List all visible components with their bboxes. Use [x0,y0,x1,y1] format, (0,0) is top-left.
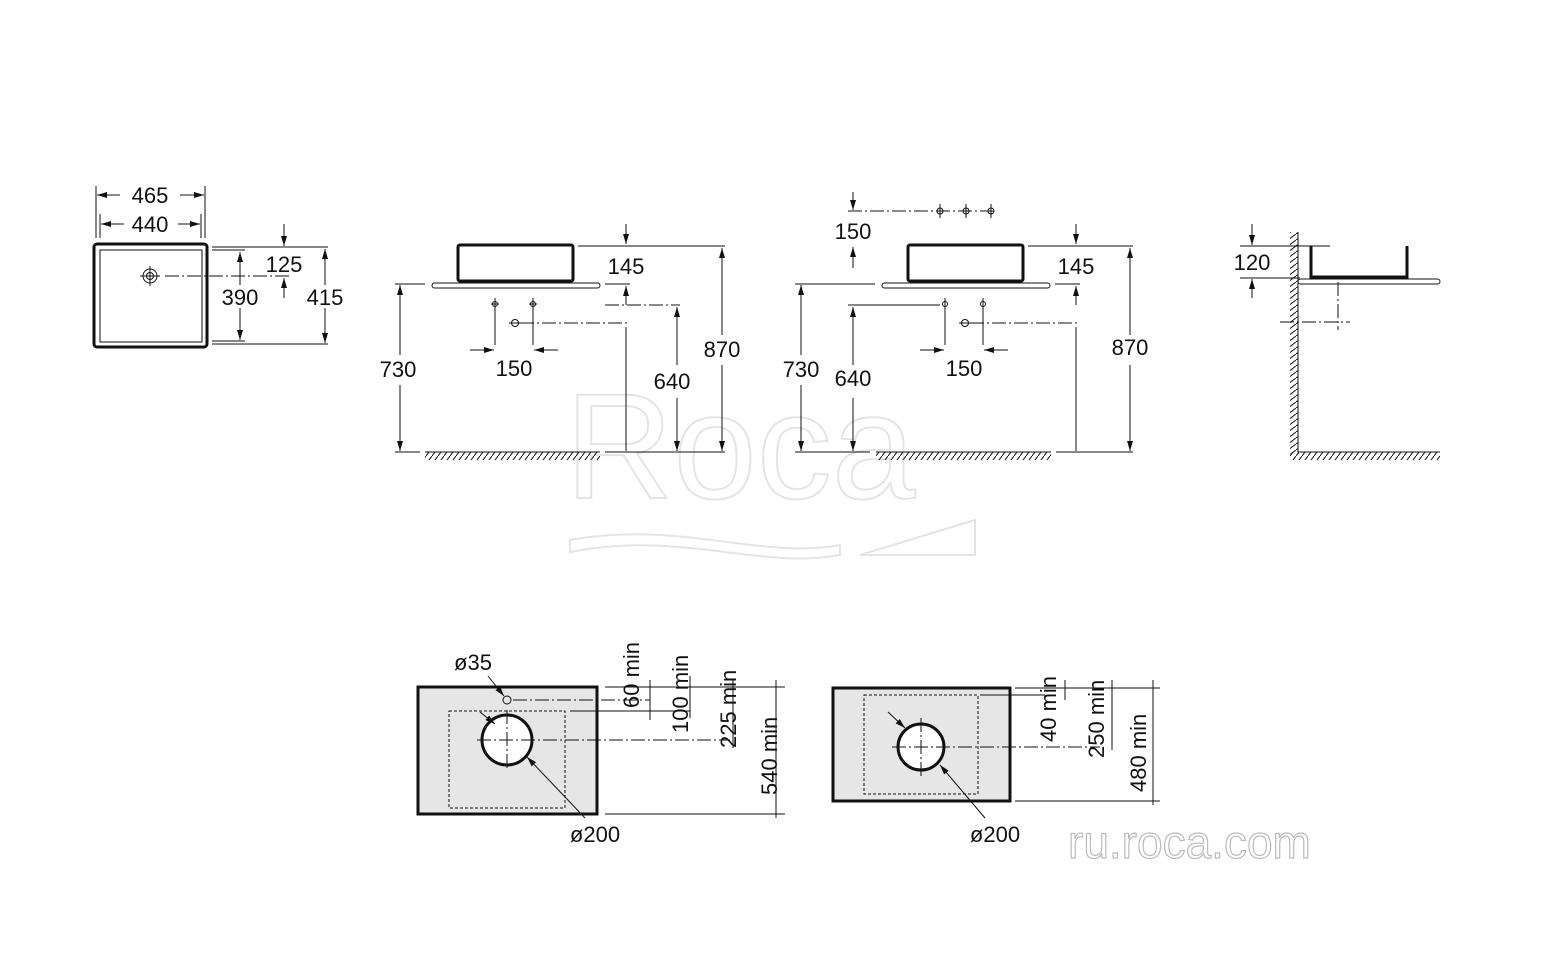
front-view-a: 730 145 870 640 150 [380,224,741,460]
dim-basin-height: 120 [1234,250,1271,275]
dim-225-min: 225 min [716,670,741,748]
dim-540-min: 540 min [757,717,782,795]
cutout-template-a: ø35 ø200 60 min 100 min 225 min 540 min [416,642,785,847]
dim-drain-height: 640 [654,369,691,394]
dim-depth-outer: 415 [307,285,344,310]
drain-icon [140,266,160,286]
tap-hole-label: ø35 [454,650,492,675]
cutout-template-b: ø200 40 min 250 min 480 min [831,676,1160,847]
side-view: 120 [1234,224,1441,460]
dim-total-height: 870 [704,337,741,362]
dim-250-min: 250 min [1084,680,1109,758]
dim-width-inner: 440 [132,212,169,237]
dim-counter-height: 730 [783,357,820,382]
dim-width-outer: 465 [132,183,169,208]
top-view: 465 440 125 390 415 [92,183,344,349]
drain-hole-label: ø200 [570,822,620,847]
dim-60-min: 60 min [619,642,644,708]
dim-480-min: 480 min [1126,714,1151,792]
svg-text:Roca: Roca [565,362,916,530]
tap-holes-icon [491,298,537,345]
website-url: ru.roca.com [1068,816,1311,868]
dim-counter-height: 730 [380,357,417,382]
tap-holes-icon [942,298,986,345]
dim-drain-height: 640 [835,366,872,391]
roca-watermark: Roca [564,361,976,560]
dim-tap-spacing: 150 [496,356,533,381]
tap-holes-top-icon [936,204,995,218]
dim-total-height: 870 [1112,335,1149,360]
dim-drain-offset: 125 [266,252,303,277]
dim-40-min: 40 min [1036,676,1061,742]
dim-tap-spacing: 150 [946,356,983,381]
dim-basin-height: 145 [1058,254,1095,279]
dim-depth-inner: 390 [222,285,259,310]
drain-hole-label: ø200 [970,822,1020,847]
dim-100-min: 100 min [668,655,693,733]
dim-tap-offset: 150 [835,219,872,244]
dim-basin-height: 145 [608,254,645,279]
front-view-b: 150 730 640 145 870 150 [783,192,1149,460]
